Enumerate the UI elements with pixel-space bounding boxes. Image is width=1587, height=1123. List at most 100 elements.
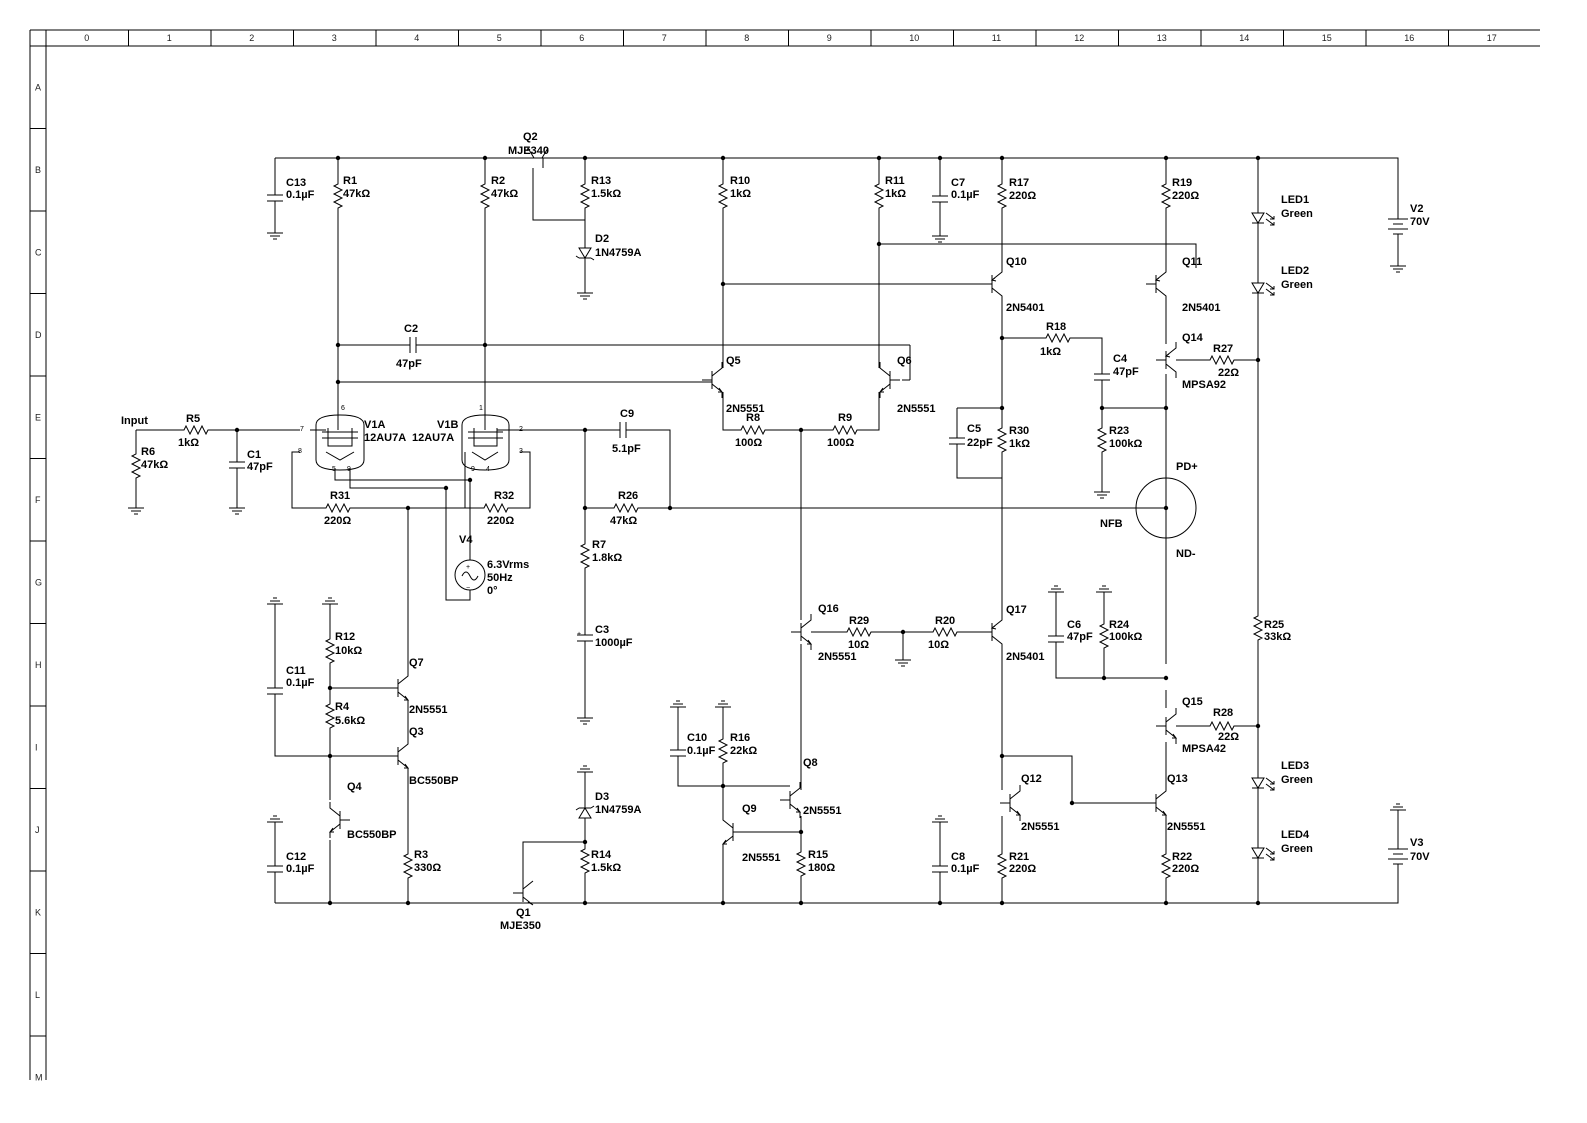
- ac-source-v4-symbol: + −: [454, 559, 486, 592]
- capacitor-c5-symbol: [948, 427, 966, 455]
- svg-text:10Ω: 10Ω: [848, 639, 869, 651]
- row-label: C: [35, 247, 42, 257]
- svg-text:3: 3: [519, 448, 523, 455]
- svg-text:6.3Vrms: 6.3Vrms: [487, 559, 529, 571]
- svg-text:BC550BP: BC550BP: [347, 829, 397, 841]
- svg-text:D3: D3: [595, 791, 609, 803]
- svg-text:R19: R19: [1172, 177, 1192, 189]
- svg-text:C11: C11: [286, 665, 306, 677]
- svg-text:0.1µF: 0.1µF: [286, 677, 315, 689]
- column-label: 8: [744, 33, 749, 43]
- svg-text:R15: R15: [808, 849, 828, 861]
- svg-text:2N5551: 2N5551: [897, 403, 936, 415]
- column-label: 4: [414, 33, 419, 43]
- svg-text:C5: C5: [967, 423, 981, 435]
- zener-d2-symbol: [575, 239, 595, 267]
- svg-text:V1A: V1A: [364, 419, 385, 431]
- ground-icon: [576, 709, 594, 725]
- svg-text:C10: C10: [687, 732, 707, 744]
- svg-text:C2: C2: [404, 323, 418, 335]
- wires: [135, 157, 1399, 904]
- row-label: L: [35, 990, 40, 1000]
- column-label: 2: [249, 33, 254, 43]
- svg-text:R22: R22: [1172, 851, 1192, 863]
- resistor-r7-symbol: [580, 539, 590, 573]
- resistor-r3-symbol: [403, 849, 413, 883]
- transistor-q13-symbol: [1145, 784, 1167, 822]
- row-label: D: [35, 330, 42, 340]
- column-label: 12: [1074, 33, 1084, 43]
- column-label: 14: [1239, 33, 1249, 43]
- svg-text:2N5401: 2N5401: [1006, 302, 1045, 314]
- svg-text:C12: C12: [286, 851, 306, 863]
- svg-text:Q15: Q15: [1182, 696, 1203, 708]
- column-label: 0: [84, 33, 89, 43]
- svg-text:Q6: Q6: [897, 355, 912, 367]
- svg-text:1.5kΩ: 1.5kΩ: [591, 188, 621, 200]
- svg-text:C9: C9: [620, 408, 634, 420]
- svg-text:R14: R14: [591, 849, 612, 861]
- svg-text:1kΩ: 1kΩ: [1040, 346, 1061, 358]
- svg-text:NFB: NFB: [1100, 518, 1123, 530]
- svg-text:5.6kΩ: 5.6kΩ: [335, 715, 365, 727]
- ground-icon: [1093, 483, 1111, 499]
- svg-text:50Hz: 50Hz: [487, 572, 513, 584]
- row-label: A: [35, 82, 41, 92]
- svg-text:Q11: Q11: [1182, 256, 1202, 268]
- svg-text:33kΩ: 33kΩ: [1264, 631, 1291, 643]
- svg-text:2N5401: 2N5401: [1182, 302, 1221, 314]
- svg-text:Q8: Q8: [803, 757, 818, 769]
- capacitor-c1-symbol: [228, 451, 246, 479]
- transistor-q1-symbol: [513, 880, 534, 906]
- column-label: 16: [1404, 33, 1414, 43]
- svg-text:R26: R26: [618, 490, 638, 502]
- resistor-r29-symbol: [842, 627, 876, 637]
- svg-text:R21: R21: [1009, 851, 1029, 863]
- svg-text:100kΩ: 100kΩ: [1109, 438, 1142, 450]
- junctions: [234, 155, 1261, 906]
- svg-text:MPSA42: MPSA42: [1182, 743, 1226, 755]
- resistor-r22-symbol: [1161, 849, 1171, 883]
- svg-text:330Ω: 330Ω: [414, 862, 441, 874]
- svg-text:V1B: V1B: [437, 419, 458, 431]
- svg-text:R9: R9: [838, 412, 852, 424]
- svg-text:9: 9: [471, 466, 475, 473]
- svg-text:Q16: Q16: [818, 603, 839, 615]
- svg-text:220Ω: 220Ω: [1172, 863, 1199, 875]
- svg-text:1.5kΩ: 1.5kΩ: [591, 862, 621, 874]
- column-label: 6: [579, 33, 584, 43]
- row-label: G: [35, 577, 42, 587]
- svg-text:Green: Green: [1281, 843, 1313, 855]
- resistor-r4-symbol: [325, 699, 335, 733]
- svg-text:LED1: LED1: [1281, 194, 1309, 206]
- c3-plus-mark: +: [577, 631, 581, 638]
- resistor-r14-symbol: [580, 844, 590, 878]
- svg-text:V3: V3: [1410, 837, 1423, 849]
- row-label: J: [35, 825, 40, 835]
- svg-text:Q3: Q3: [409, 726, 424, 738]
- tube-v1a-symbol: [310, 410, 365, 471]
- transistor-q9-symbol: [722, 813, 744, 851]
- svg-text:2N5551: 2N5551: [803, 805, 842, 817]
- svg-text:R7: R7: [592, 539, 606, 551]
- svg-text:Q12: Q12: [1021, 773, 1042, 785]
- svg-text:R12: R12: [335, 631, 355, 643]
- svg-text:Green: Green: [1281, 774, 1313, 786]
- resistor-r20-symbol: [928, 627, 962, 637]
- svg-text:Q1: Q1: [516, 907, 531, 919]
- svg-text:47kΩ: 47kΩ: [491, 188, 518, 200]
- ground-icon: [931, 227, 949, 243]
- resistor-r15-symbol: [796, 847, 806, 881]
- svg-text:+: +: [466, 564, 470, 571]
- column-label: 5: [497, 33, 502, 43]
- resistor-r21-symbol: [997, 849, 1007, 883]
- svg-text:2N5551: 2N5551: [742, 852, 781, 864]
- column-label: 3: [332, 33, 337, 43]
- row-label: K: [35, 907, 41, 917]
- led-icon: [1251, 274, 1275, 302]
- ground-icon: [1389, 257, 1407, 273]
- transistor-q8-symbol: [779, 781, 801, 819]
- capacitor-c11-symbol: [266, 677, 284, 705]
- input-label: Input: [121, 415, 148, 427]
